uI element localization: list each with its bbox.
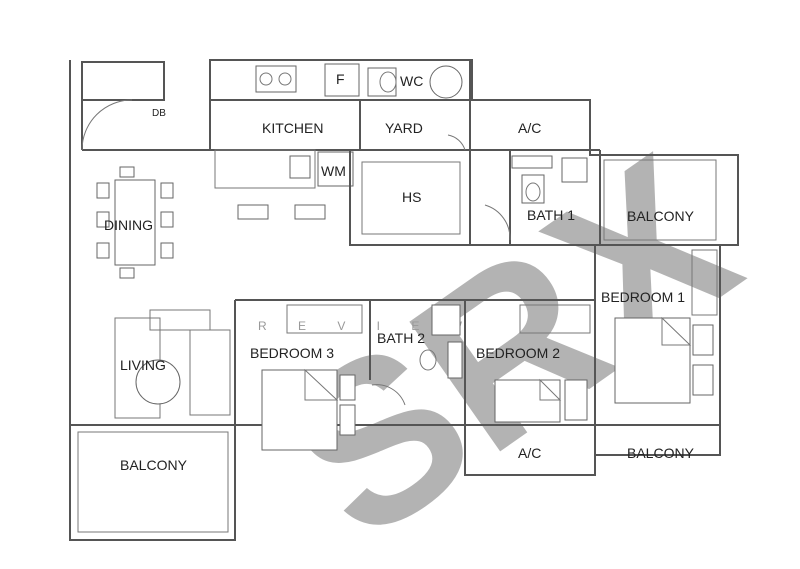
washing-machine-top (429, 65, 463, 99)
label-ac-top: A/C (518, 120, 541, 136)
kitchen-sink (289, 155, 311, 179)
main-door (81, 99, 133, 151)
label-bedroom1: BEDROOM 1 (601, 289, 685, 305)
label-yard: YARD (385, 120, 423, 136)
label-ac-bottom: A/C (518, 445, 541, 461)
fixtures (81, 63, 718, 451)
label-balcony-right: BALCONY (627, 208, 695, 224)
bed-bedroom3 (261, 369, 338, 451)
label-wc: WC (400, 73, 423, 89)
stove (255, 65, 297, 93)
label-fridge: F (336, 71, 345, 87)
outer-walls (69, 59, 739, 541)
label-db: DB (152, 108, 166, 119)
label-balcony-bottom-right: BALCONY (627, 445, 695, 461)
room-labels: KITCHEN F WC YARD A/C WM DB DINING HS BA… (104, 71, 695, 473)
label-bedroom3: BEDROOM 3 (250, 345, 334, 361)
label-bath1: BATH 1 (527, 207, 575, 223)
label-hs: HS (402, 189, 421, 205)
internal-walls (70, 100, 720, 533)
watermark-subtext: R E V I E W (258, 319, 476, 333)
coffee-table (135, 359, 181, 405)
dining-table (114, 179, 156, 266)
label-wm: WM (321, 163, 346, 179)
label-kitchen: KITCHEN (262, 120, 323, 136)
bed-bedroom2 (494, 379, 561, 423)
label-dining: DINING (104, 217, 153, 233)
label-living: LIVING (120, 357, 166, 373)
label-balcony-left: BALCONY (120, 457, 188, 473)
label-bath2: BATH 2 (377, 330, 425, 346)
fridge (324, 63, 360, 97)
label-bedroom2: BEDROOM 2 (476, 345, 560, 361)
bed-bedroom1 (614, 317, 691, 404)
